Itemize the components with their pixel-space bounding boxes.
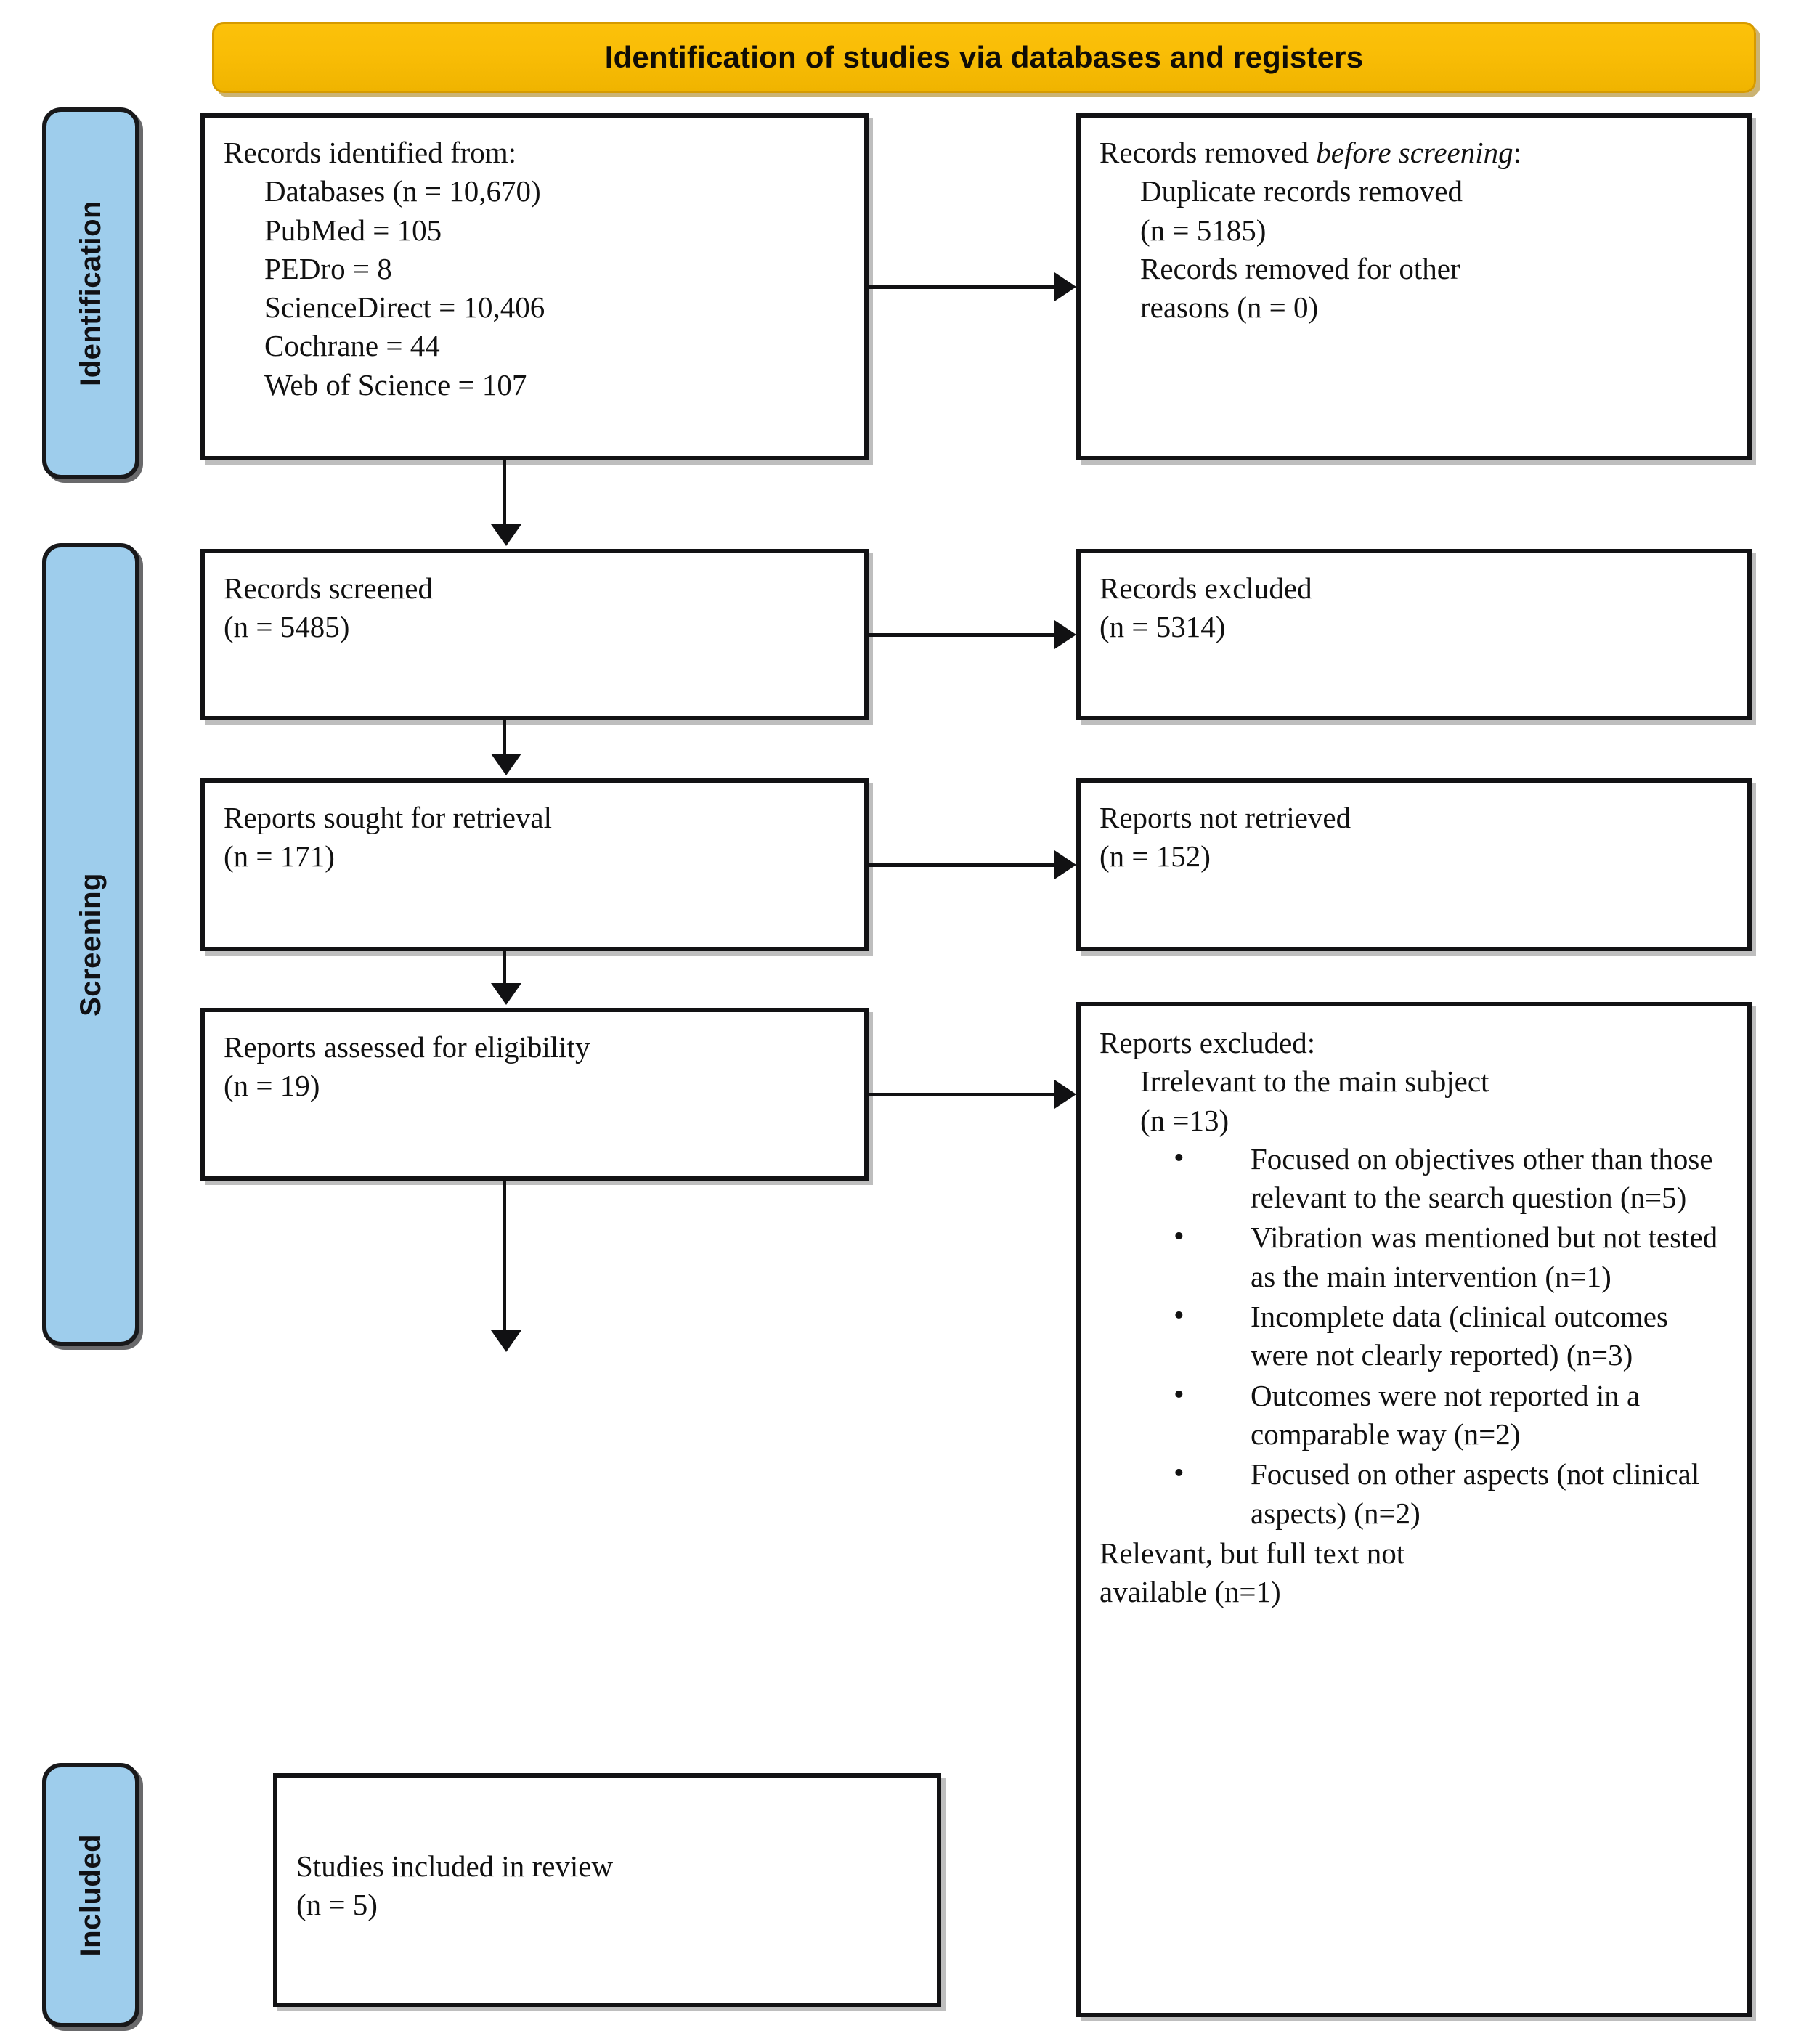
list-item: Vibration was mentioned but not tested a… — [1169, 1217, 1728, 1296]
stage-label-included: Included — [74, 1833, 107, 1957]
reports-sought-title: Reports sought for retrieval — [224, 801, 553, 834]
box-reports-sought-for-retrieval: Reports sought for retrieval (n = 171) — [200, 778, 869, 951]
box-records-removed-before-screening: Records removed before screening: Duplic… — [1076, 113, 1752, 460]
connector-sought-to-not-retrieved — [869, 863, 1054, 867]
connector-identified-to-screened — [503, 460, 506, 527]
records-removed-item: Duplicate records removed — [1140, 174, 1463, 208]
records-identified-item: Databases (n = 10,670) — [264, 174, 541, 208]
records-removed-item: reasons (n = 0) — [1140, 290, 1319, 325]
reports-excluded-subtitle: Irrelevant to the main subject — [1140, 1064, 1489, 1099]
box-reports-not-retrieved: Reports not retrieved (n = 152) — [1076, 778, 1752, 951]
reports-sought-count: (n = 171) — [224, 839, 335, 874]
list-item: Outcomes were not reported in a comparab… — [1169, 1375, 1728, 1454]
records-identified-title: Records identified from: — [224, 136, 517, 169]
connector-identified-to-removed — [869, 285, 1054, 289]
reports-not-retrieved-count: (n = 152) — [1099, 839, 1211, 874]
records-identified-item: PubMed = 105 — [264, 213, 442, 247]
records-excluded-count: (n = 5314) — [1099, 610, 1226, 644]
reports-eligibility-count: (n = 19) — [224, 1069, 320, 1103]
box-records-identified: Records identified from: Databases (n = … — [200, 113, 869, 460]
studies-included-count: (n = 5) — [296, 1888, 378, 1922]
list-item: Incomplete data (clinical outcomes were … — [1169, 1296, 1728, 1375]
list-item: Focused on objectives other than those r… — [1169, 1139, 1728, 1218]
stage-pill-included: Included — [42, 1763, 139, 2027]
records-removed-item: Records removed for other — [1140, 251, 1460, 285]
records-identified-item: ScienceDirect = 10,406 — [264, 290, 545, 325]
diagram-header-banner: Identification of studies via databases … — [212, 22, 1756, 93]
arrow-sought-to-not-retrieved — [1054, 850, 1076, 879]
connector-eligibility-to-reports-excluded — [869, 1093, 1054, 1096]
reports-excluded-title: Reports excluded: — [1099, 1026, 1316, 1059]
records-screened-count: (n = 5485) — [224, 610, 350, 644]
arrow-eligibility-to-reports-excluded — [1054, 1080, 1076, 1109]
stage-label-screening: Screening — [74, 873, 107, 1017]
reports-excluded-reason-list: Focused on objectives other than those r… — [1099, 1139, 1728, 1533]
stage-label-identification: Identification — [74, 200, 107, 386]
arrow-screened-to-excluded — [1054, 620, 1076, 649]
arrow-sought-to-eligibility — [491, 983, 521, 1005]
page-title: Identification of studies via databases … — [604, 40, 1364, 74]
box-reports-assessed-for-eligibility: Reports assessed for eligibility (n = 19… — [200, 1008, 869, 1181]
box-records-excluded: Records excluded (n = 5314) — [1076, 549, 1752, 720]
records-removed-title: Records removed before screening: — [1099, 134, 1728, 172]
records-identified-item: PEDro = 8 — [264, 251, 392, 285]
connector-screened-to-excluded — [869, 633, 1054, 637]
reports-excluded-footer: Relevant, but full text not — [1099, 1536, 1405, 1570]
stage-pill-screening: Screening — [42, 543, 139, 1346]
studies-included-title: Studies included in review — [296, 1849, 614, 1883]
records-removed-item: (n = 5185) — [1140, 213, 1267, 247]
arrow-screened-to-sought — [491, 754, 521, 775]
arrow-identified-to-removed — [1054, 272, 1076, 301]
connector-screened-to-sought — [503, 720, 506, 757]
records-identified-item: Cochrane = 44 — [264, 329, 440, 363]
records-identified-item: Web of Science = 107 — [264, 367, 527, 402]
records-removed-title-pre: Records removed — [1099, 136, 1317, 169]
box-studies-included-in-review: Studies included in review (n = 5) — [273, 1773, 941, 2007]
reports-eligibility-title: Reports assessed for eligibility — [224, 1030, 590, 1064]
arrow-eligibility-to-included — [491, 1330, 521, 1352]
records-removed-title-post: : — [1513, 136, 1522, 169]
records-removed-title-italic: before screening — [1316, 136, 1513, 169]
arrow-identified-to-screened — [491, 524, 521, 546]
records-screened-title: Records screened — [224, 571, 434, 605]
connector-sought-to-eligibility — [503, 951, 506, 986]
reports-excluded-footer: available (n=1) — [1099, 1575, 1281, 1609]
box-reports-excluded: Reports excluded: Irrelevant to the main… — [1076, 1002, 1752, 2017]
connector-eligibility-to-included — [503, 1181, 506, 1333]
reports-not-retrieved-title: Reports not retrieved — [1099, 801, 1351, 834]
records-excluded-title: Records excluded — [1099, 571, 1312, 605]
box-records-screened: Records screened (n = 5485) — [200, 549, 869, 720]
list-item: Focused on other aspects (not clinical a… — [1169, 1454, 1728, 1533]
reports-excluded-subtitle-count: (n =13) — [1140, 1103, 1229, 1137]
stage-pill-identification: Identification — [42, 107, 139, 479]
